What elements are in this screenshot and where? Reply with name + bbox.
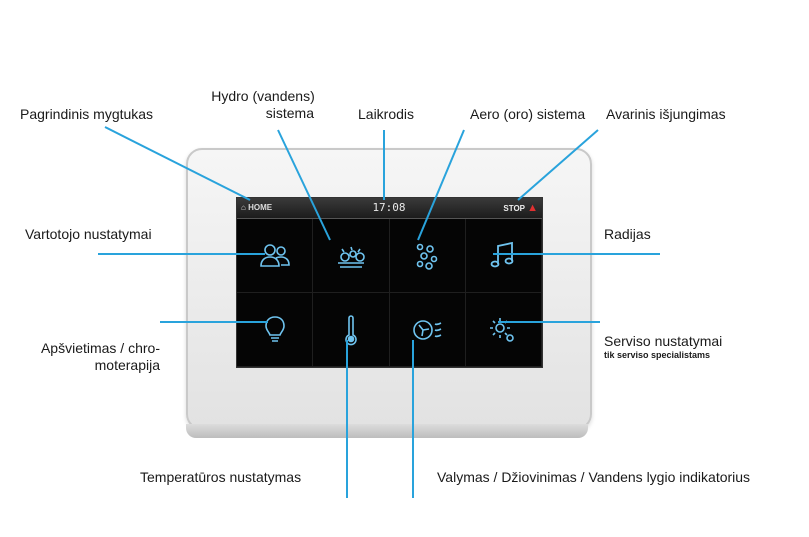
tile-user-settings[interactable]: [237, 219, 314, 293]
label-cleaning: Valymas / Džiovinimas / Vandens lygio in…: [437, 469, 751, 485]
home-button[interactable]: ⌂ HOME: [241, 201, 295, 215]
tile-service-settings[interactable]: [465, 293, 542, 367]
label-service-line2: tik serviso specialistams: [604, 350, 711, 360]
label-aero: Aero (oro) sistema: [470, 106, 586, 122]
label-service: Serviso nustatymai tik serviso specialis…: [604, 333, 722, 361]
touch-screen: ⌂ HOME 17:08 STOP ▲: [236, 197, 543, 368]
label-clock: Laikrodis: [358, 106, 415, 122]
label-lighting: Apšvietimas / chro- moterapija: [20, 340, 160, 374]
label-main-button: Pagrindinis mygtukas: [20, 106, 154, 122]
tile-temperature[interactable]: [313, 293, 390, 367]
control-panel-base: [186, 424, 588, 438]
label-user-settings: Vartotojo nustatymai: [25, 226, 152, 242]
label-hydro: Hydro (vandens) sistema: [198, 88, 328, 122]
leader-main-button: [104, 126, 251, 201]
clock-display: 17:08: [372, 201, 406, 214]
air-bubbles-icon: [416, 243, 438, 270]
gear-icon: [490, 317, 515, 342]
tile-aero-system[interactable]: [389, 219, 466, 293]
tile-hydro-system[interactable]: [313, 219, 390, 293]
home-button-label: HOME: [248, 203, 273, 212]
warning-icon: ▲: [527, 202, 538, 214]
leader-aero: [417, 129, 465, 241]
label-lighting-line2: moterapija: [94, 357, 160, 373]
label-hydro-line1: Hydro (vandens): [211, 88, 315, 104]
label-temperature: Temperatūros nustatymas: [140, 469, 302, 485]
label-emergency: Avarinis išjungimas: [606, 106, 726, 122]
users-icon: [259, 243, 290, 267]
function-grid: [237, 219, 542, 367]
label-hydro-line2: sistema: [265, 105, 314, 121]
fan-waves-icon: [413, 319, 442, 340]
leader-hydro: [277, 129, 331, 241]
label-radio: Radijas: [604, 226, 651, 242]
label-lighting-line1: Apšvietimas / chro-: [40, 340, 160, 356]
thermometer-icon: [345, 314, 357, 345]
label-service-line1: Serviso nustatymai: [604, 333, 723, 349]
stop-button-label: STOP: [503, 204, 525, 213]
tile-cleaning-drying[interactable]: [389, 293, 466, 367]
home-icon: ⌂: [241, 203, 246, 212]
hydro-jets-icon: [337, 246, 365, 268]
leader-emergency: [517, 129, 599, 201]
stop-button[interactable]: STOP ▲: [480, 201, 538, 215]
